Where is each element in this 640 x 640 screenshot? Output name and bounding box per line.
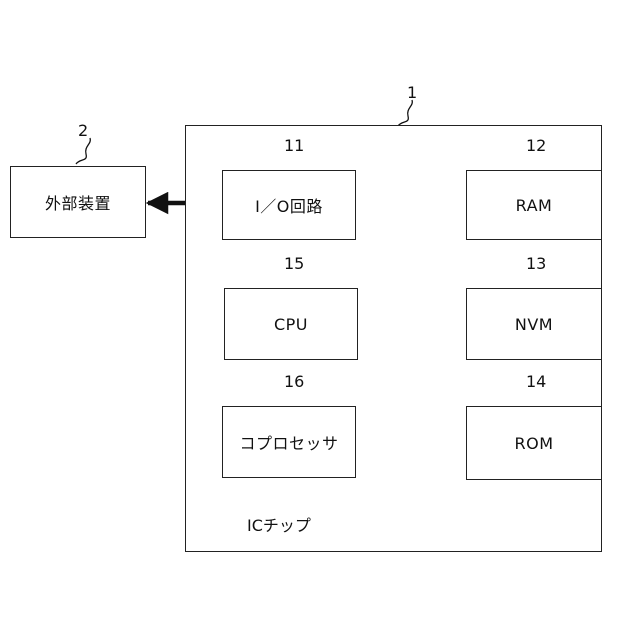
- external-device-box: 外部装置: [10, 166, 146, 238]
- coprocessor-ref: 16: [284, 374, 304, 390]
- ic-chip-ref: 1: [407, 85, 417, 101]
- ram-box: RAM: [466, 170, 602, 240]
- ref-leader-ic-chip: [398, 100, 412, 126]
- ram-ref: 12: [526, 138, 546, 154]
- cpu-ref: 15: [284, 256, 304, 272]
- io-circuit-ref: 11: [284, 138, 304, 154]
- ref-leader-external-device: [76, 138, 90, 164]
- ram-label: RAM: [516, 196, 553, 215]
- nvm-label: NVM: [515, 315, 553, 334]
- rom-box: ROM: [466, 406, 602, 480]
- external-device-label: 外部装置: [45, 190, 111, 214]
- rom-ref: 14: [526, 374, 546, 390]
- io-circuit-label: I／O回路: [255, 193, 323, 217]
- external-device-ref: 2: [78, 123, 88, 139]
- io-circuit-box: I／O回路: [222, 170, 356, 240]
- nvm-ref: 13: [526, 256, 546, 272]
- nvm-box: NVM: [466, 288, 602, 360]
- cpu-box: CPU: [224, 288, 358, 360]
- rom-label: ROM: [514, 434, 553, 453]
- coprocessor-box: コプロセッサ: [222, 406, 356, 478]
- ic-chip-label: ICチップ: [247, 512, 311, 536]
- cpu-label: CPU: [274, 315, 308, 334]
- coprocessor-label: コプロセッサ: [239, 430, 338, 454]
